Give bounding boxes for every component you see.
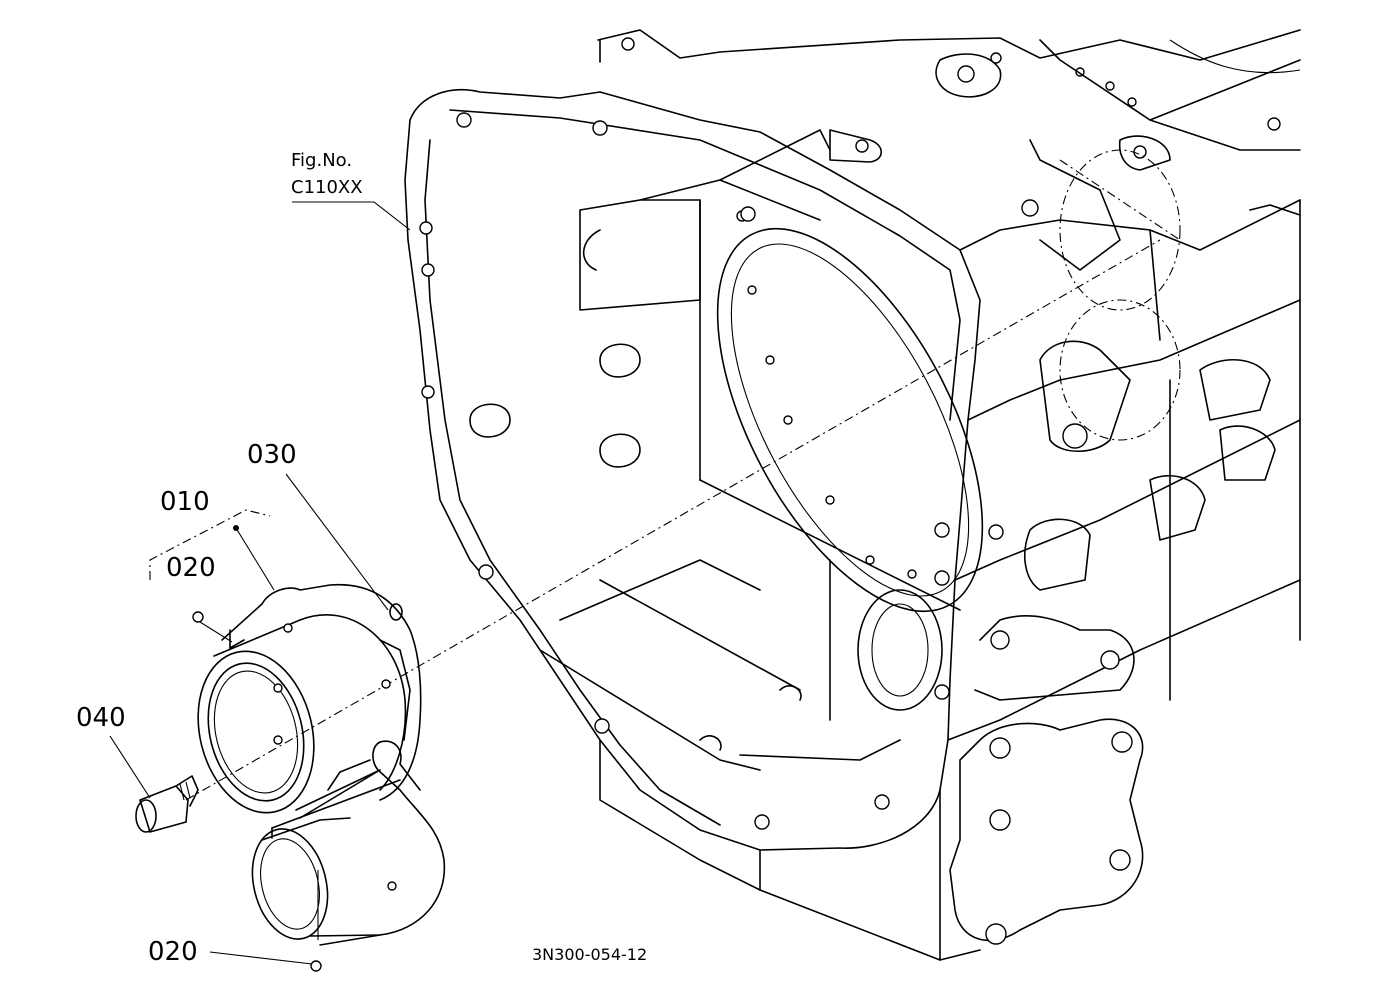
callout-010: 010 bbox=[160, 487, 210, 517]
callout-030: 030 bbox=[247, 440, 297, 470]
o-ring-part bbox=[389, 603, 403, 621]
callout-020-upper: 020 bbox=[166, 553, 216, 583]
leader-lines bbox=[109, 201, 411, 965]
callout-040: 040 bbox=[76, 703, 126, 733]
pin-part-lower bbox=[310, 960, 322, 972]
bolt-part bbox=[135, 775, 199, 833]
figure-ref-line2: C110XX bbox=[291, 177, 363, 198]
drawing-code: 3N300-054-12 bbox=[532, 945, 647, 964]
transmission-housing bbox=[404, 29, 1301, 961]
shaft-centerline bbox=[185, 239, 1161, 801]
figure-ref-line1: Fig.No. bbox=[291, 150, 352, 171]
callout-020-lower: 020 bbox=[148, 937, 198, 967]
bearing-case-part bbox=[197, 583, 446, 946]
pin-part-upper bbox=[192, 611, 204, 623]
